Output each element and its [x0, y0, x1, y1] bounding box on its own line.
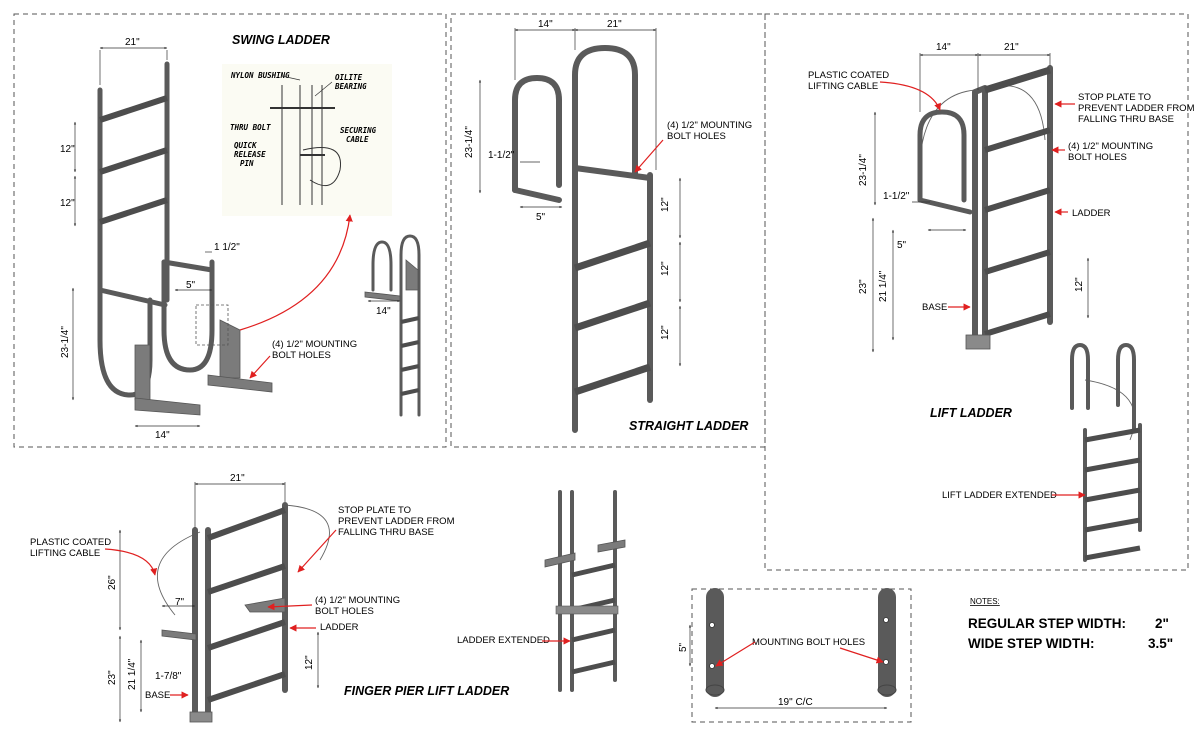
dims-small: 1-7/8" — [155, 671, 182, 682]
detail-oilite1: OILITE — [335, 73, 363, 82]
dims-step1: 12" — [60, 144, 75, 155]
callouts-stop2: PREVENT LADDER FROM — [1078, 103, 1195, 114]
dims-depth: 5" — [186, 280, 196, 291]
dims-base: 14" — [155, 430, 170, 441]
dims-height: 26" — [107, 575, 118, 590]
detail-bushing: NYLON BUSHING — [230, 71, 290, 80]
callouts-stop3: FALLING THRU BASE — [338, 527, 434, 538]
bolt-detail-section: 5" MOUNTING BOLT HOLES 19" C/C — [678, 588, 897, 710]
callouts-base: BASE — [145, 690, 170, 701]
callouts-stop1: STOP PLATE TO — [1078, 92, 1151, 103]
dims-height: 23-1/4" — [858, 154, 869, 186]
callouts-ladder: LADDER — [1072, 208, 1111, 219]
dims-offset: 1-1/2" — [488, 150, 515, 161]
dims-step: 12" — [304, 655, 315, 670]
finger-pier-drawing — [157, 502, 330, 723]
detail-thru: THRU BOLT — [230, 123, 271, 132]
callouts-cable1: PLASTIC COATED — [30, 537, 111, 548]
callouts-cable2: LIFTING CABLE — [808, 81, 878, 92]
straight-ladder-section: STRAIGHT LADDER 14" 21" 23-1/4" 1-1/2" 5… — [464, 19, 752, 433]
dims-step: 12" — [1074, 277, 1085, 292]
bolt-detail-spacing: 19" C/C — [778, 697, 813, 708]
dims-width: 21" — [125, 37, 140, 48]
callouts-holes: (4) 1/2" MOUNTING — [667, 120, 752, 131]
straight-ladder-title: STRAIGHT LADDER — [629, 419, 748, 433]
dims-left: 14" — [936, 42, 951, 53]
dims-s2: 12" — [660, 261, 671, 276]
pivot-detail-sketch: NYLON BUSHING OILITE BEARING THRU BOLT S… — [222, 64, 392, 216]
detail-oilite2: BEARING — [334, 82, 367, 91]
ladder-extended-section: LADDER EXTENDED — [457, 490, 626, 692]
dims-s3: 12" — [660, 325, 671, 340]
extended-label: LADDER EXTENDED — [457, 635, 550, 646]
dims-s1: 12" — [660, 197, 671, 212]
swing-ladder-section: SWING LADDER 21" 12" 12" 23-1/4" — [60, 33, 421, 441]
dims-width: 21" — [230, 473, 245, 484]
dims-left: 14" — [538, 19, 553, 30]
callouts-cable2: LIFTING CABLE — [30, 548, 100, 559]
dims-height: 23-1/4" — [60, 326, 71, 358]
swing-ladder-panel-border — [13, 13, 447, 448]
swing-ladder-small-view: 14" — [364, 234, 421, 417]
swing-ladder-title: SWING LADDER — [232, 33, 330, 47]
lift-ladder-extended-drawing — [1070, 343, 1142, 562]
detail-quick2: RELEASE — [234, 150, 266, 159]
dims-base2: 21 1/4" — [878, 270, 889, 302]
callouts-extended: LIFT LADDER EXTENDED — [942, 490, 1057, 501]
dims-base1: 23" — [858, 279, 869, 294]
notes-block: NOTES: REGULAR STEP WIDTH: 2" WIDE STEP … — [968, 597, 1173, 651]
finger-pier-section: FINGER PIER LIFT LADDER 21" 26" 7" 23" 2… — [30, 473, 509, 723]
regular-step-label: REGULAR STEP WIDTH: — [968, 616, 1126, 631]
callouts-stop3: FALLING THRU BASE — [1078, 114, 1174, 125]
callouts-holes2: BOLT HOLES — [315, 606, 374, 617]
detail-securing1: SECURING — [340, 126, 377, 135]
finger-pier-title: FINGER PIER LIFT LADDER — [344, 684, 509, 698]
lift-ladder-section: LIFT LADDER 14" 21" 23-1/4" 1-1/2" 5" — [808, 42, 1195, 562]
dims-offset: 7" — [175, 597, 185, 608]
bolt-detail-panel-border — [691, 588, 912, 723]
detail-quick1: QUICK — [234, 141, 258, 150]
callouts-holes: (4) 1/2" MOUNTING — [272, 339, 357, 350]
bolt-detail-holes: MOUNTING BOLT HOLES — [752, 637, 865, 648]
wide-step-value: 3.5" — [1148, 636, 1173, 651]
swing-ladder-drawing — [97, 61, 273, 416]
callouts-stop2: PREVENT LADDER FROM — [338, 516, 455, 527]
dims-depth: 5" — [536, 212, 546, 223]
dims-right: 21" — [607, 19, 622, 30]
dims-step2: 12" — [60, 198, 75, 209]
bolt-detail-vert: 5" — [678, 642, 689, 652]
dims-right: 21" — [1004, 42, 1019, 53]
notes-heading: NOTES: — [970, 597, 1000, 606]
callouts-ladder: LADDER — [320, 622, 359, 633]
detail-quick3: PIN — [240, 159, 254, 168]
ladder-extended-drawing — [544, 490, 626, 692]
dims-offset: 1 1/2" — [214, 242, 240, 253]
lift-ladder-title: LIFT LADDER — [930, 406, 1012, 420]
wide-step-label: WIDE STEP WIDTH: — [968, 636, 1095, 651]
swing-small-dim: 14" — [376, 306, 391, 317]
regular-step-value: 2" — [1155, 616, 1169, 631]
callouts-holes2: BOLT HOLES — [1068, 152, 1127, 163]
callouts-stop1: STOP PLATE TO — [338, 505, 411, 516]
dims-height: 23-1/4" — [464, 126, 475, 158]
dims-depth: 5" — [897, 240, 907, 251]
detail-securing2: CABLE — [346, 135, 369, 144]
callouts-holes2: BOLT HOLES — [272, 350, 331, 361]
callouts-cable1: PLASTIC COATED — [808, 70, 889, 81]
straight-ladder-drawing — [512, 45, 653, 433]
dims-offset: 1-1/2" — [883, 191, 910, 202]
dims-base1: 23" — [107, 670, 118, 685]
callouts-holes: (4) 1/2" MOUNTING — [315, 595, 400, 606]
callouts-base: BASE — [922, 302, 947, 313]
lift-ladder-panel-border — [764, 13, 1189, 571]
callouts-holes: (4) 1/2" MOUNTING — [1068, 141, 1153, 152]
dims-base2: 21 1/4" — [127, 658, 138, 690]
callouts-holes2: BOLT HOLES — [667, 131, 726, 142]
